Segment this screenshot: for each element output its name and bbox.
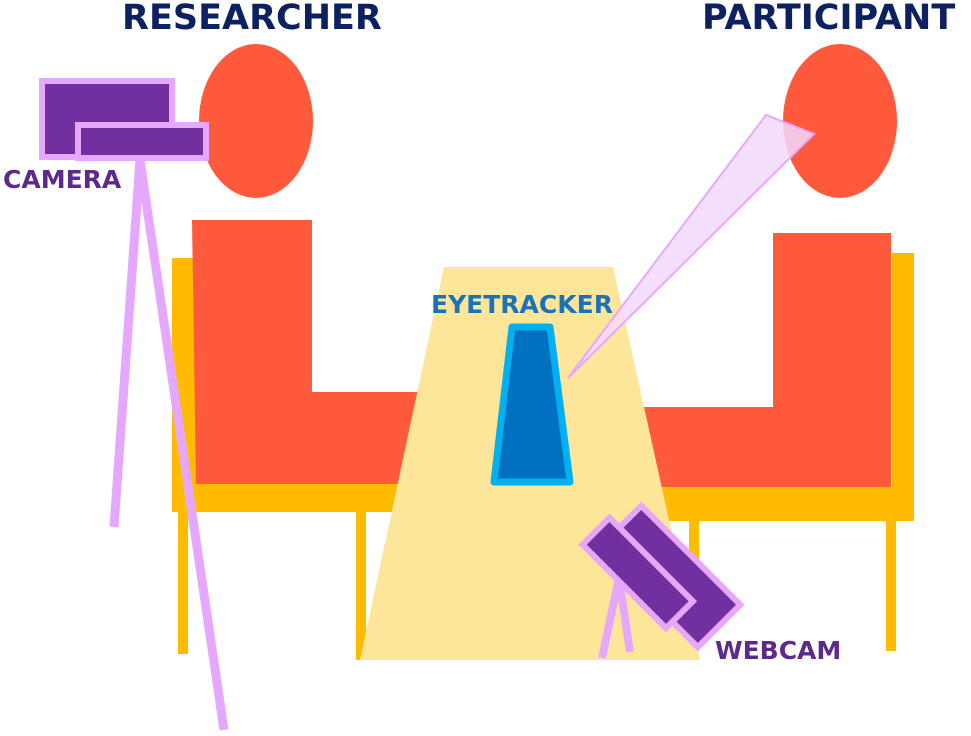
webcam-device bbox=[578, 501, 745, 652]
participant-title: PARTICIPANT bbox=[702, 0, 955, 38]
researcher-head bbox=[199, 44, 313, 198]
eyetracker-label: EYETRACKER bbox=[431, 290, 613, 319]
webcam-tripod bbox=[598, 577, 634, 659]
camera-device bbox=[39, 78, 209, 161]
camera-label: CAMERA bbox=[3, 165, 122, 194]
researcher-figure bbox=[192, 44, 430, 484]
participant-figure bbox=[640, 44, 897, 487]
participant-body bbox=[640, 233, 891, 487]
researcher-title: RESEARCHER bbox=[122, 0, 382, 38]
participant-head bbox=[783, 44, 897, 198]
researcher-body bbox=[192, 220, 430, 484]
webcam-label: WEBCAM bbox=[715, 636, 841, 665]
gaze-cone bbox=[567, 113, 816, 379]
eyetracker-device bbox=[490, 323, 574, 486]
camera-tripod bbox=[109, 159, 229, 731]
researcher-chair bbox=[172, 258, 430, 660]
